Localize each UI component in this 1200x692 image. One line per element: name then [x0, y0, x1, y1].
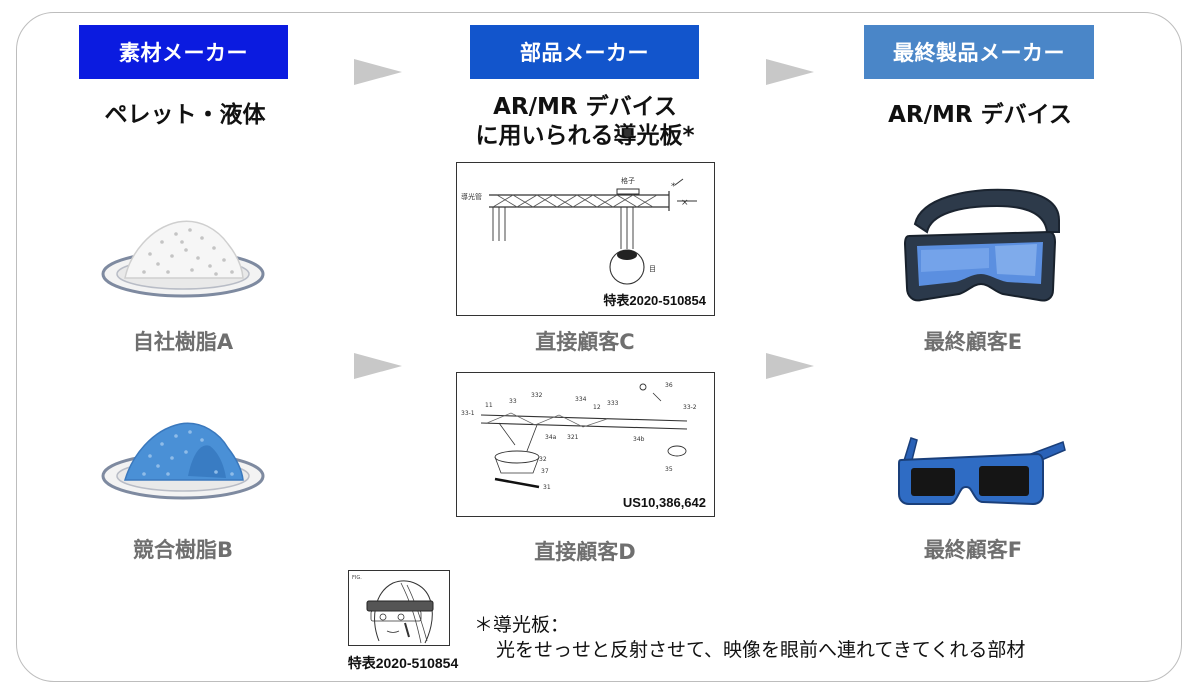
svg-text:34a: 34a — [545, 434, 557, 441]
headset-wearer-illustration: FIG. — [352, 575, 434, 644]
label-direct-customer-d: 直接顧客D — [534, 540, 636, 564]
svg-text:35: 35 — [665, 466, 673, 473]
header-material-maker: 素材メーカー — [79, 25, 288, 79]
svg-text:33-2: 33-2 — [683, 404, 697, 411]
diagram-frame — [16, 12, 1182, 682]
svg-text:格子: 格子 — [621, 176, 635, 185]
label-direct-customer-c: 直接顧客C — [535, 330, 635, 354]
subtitle-line-2: に用いられる導光板* — [475, 123, 695, 149]
3d-glasses-icon — [897, 424, 1069, 514]
svg-text:33: 33 — [509, 398, 517, 405]
arrow-icon — [354, 59, 402, 85]
header-parts-maker: 部品メーカー — [470, 25, 699, 79]
subtitle-light-guide: AR/MR デバイス に用いられる導光板* — [440, 93, 730, 151]
svg-text:332: 332 — [531, 392, 543, 399]
patent-number-top: 特表2020-510854 — [603, 293, 706, 308]
svg-text:×: × — [681, 198, 689, 208]
svg-text:34b: 34b — [633, 436, 645, 443]
svg-text:導光管: 導光管 — [461, 192, 482, 201]
footnote-title: ＊導光板： — [474, 614, 570, 636]
arrow-icon — [354, 353, 402, 379]
vr-headset-icon — [897, 184, 1065, 316]
svg-text:11: 11 — [485, 402, 493, 409]
svg-text:*: * — [671, 182, 676, 192]
svg-text:333: 333 — [607, 400, 619, 407]
subtitle-line-1: AR/MR デバイス — [493, 94, 677, 120]
label-competitor-resin-b: 競合樹脂B — [132, 538, 233, 562]
patent-figure-bottom: 11 33 332 334 12 333 36 33-1 33-2 34a 32… — [456, 372, 715, 517]
white-pellet-plate-icon — [100, 214, 266, 300]
patent-figure-top: × * 導光管 格子 目 特表2020-510854 — [456, 162, 715, 316]
light-guide-diagram: × * 導光管 格子 目 — [461, 176, 697, 285]
header-final-product-maker: 最終製品メーカー — [864, 25, 1094, 79]
arrow-icon — [766, 353, 814, 379]
svg-text:目: 目 — [649, 265, 656, 273]
svg-text:12: 12 — [593, 404, 601, 411]
patent-figure-small: FIG. — [348, 570, 450, 646]
patent-number-bottom: US10,386,642 — [622, 495, 706, 510]
svg-text:334: 334 — [575, 396, 587, 403]
patent-number-small: 特表2020-510854 — [347, 655, 459, 671]
subtitle-ar-mr-device: AR/MR デバイス — [888, 102, 1072, 128]
svg-text:36: 36 — [665, 382, 673, 389]
label-end-customer-f: 最終顧客F — [923, 538, 1023, 562]
svg-text:32: 32 — [539, 456, 547, 463]
label-own-resin-a: 自社樹脂A — [132, 330, 234, 354]
blue-pellet-plate-icon — [100, 416, 266, 502]
label-end-customer-e: 最終顧客E — [923, 330, 1023, 354]
svg-text:31: 31 — [543, 484, 551, 491]
subtitle-pellet-liquid: ペレット・液体 — [104, 102, 266, 128]
svg-text:FIG.: FIG. — [352, 575, 362, 581]
arrow-icon — [766, 59, 814, 85]
waveguide-optics-diagram: 11 33 332 334 12 333 36 33-1 33-2 34a 32… — [461, 382, 697, 491]
svg-text:37: 37 — [541, 468, 549, 475]
svg-text:33-1: 33-1 — [461, 410, 475, 417]
footnote-body: 光をせっせと反射させて、映像を眼前へ連れてきてくれる部材 — [496, 639, 1026, 661]
svg-text:321: 321 — [567, 434, 579, 441]
